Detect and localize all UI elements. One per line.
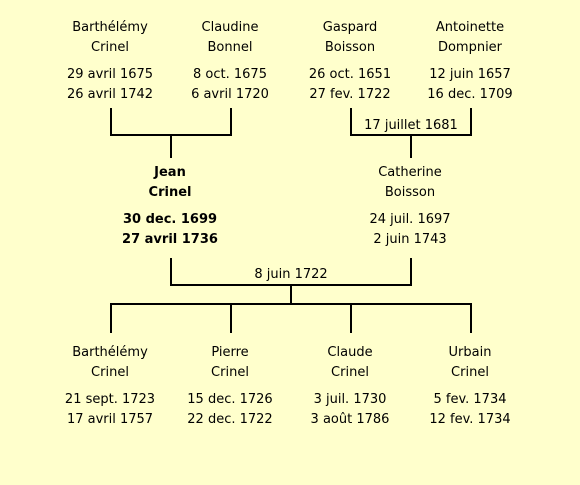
person-pierre-crinel: Pierre Crinel 15 dec. 1726 22 dec. 1722 — [170, 343, 290, 430]
person-catherine-boisson: Catherine Boisson 24 juil. 1697 2 juin 1… — [350, 163, 470, 250]
birth-date: 3 juil. 1730 — [313, 392, 387, 407]
death-date: 26 avril 1742 — [66, 87, 154, 102]
person-name: Pierre Crinel — [211, 345, 249, 380]
person-dates: 8 oct. 1675 6 avril 1720 — [170, 65, 290, 105]
birth-date: 12 juin 1657 — [429, 67, 511, 82]
connector-line — [470, 108, 472, 136]
person-name: Jean Crinel — [148, 165, 192, 200]
person-name: Gaspard Boisson — [322, 20, 378, 55]
death-date: 22 dec. 1722 — [187, 412, 273, 427]
descent-line — [170, 134, 172, 158]
child-drop-line — [230, 303, 232, 333]
person-dates: 3 juil. 1730 3 août 1786 — [290, 390, 410, 430]
person-claudine-bonnel: Claudine Bonnel 8 oct. 1675 6 avril 1720 — [170, 18, 290, 105]
person-name: Barthélémy Crinel — [72, 20, 148, 55]
connector-line — [110, 108, 112, 136]
descent-line — [410, 134, 412, 158]
death-date: 2 juin 1743 — [373, 232, 447, 247]
marriage-date-label: 17 juillet 1681 — [364, 118, 458, 133]
person-name: Catherine Boisson — [378, 165, 442, 200]
connector-line — [350, 108, 352, 136]
birth-date: 8 oct. 1675 — [193, 67, 267, 82]
sibling-line — [110, 303, 472, 305]
person-antoinette-dompnier: Antoinette Dompnier 12 juin 1657 16 dec.… — [410, 18, 530, 105]
person-claude-crinel: Claude Crinel 3 juil. 1730 3 août 1786 — [290, 343, 410, 430]
person-name: Antoinette Dompnier — [435, 20, 505, 55]
person-name: Barthélémy Crinel — [72, 345, 148, 380]
death-date: 27 avril 1736 — [122, 232, 218, 247]
death-date: 17 avril 1757 — [66, 412, 154, 427]
person-dates: 26 oct. 1651 27 fev. 1722 — [290, 65, 410, 105]
marriage-date-label: 8 juin 1722 — [254, 267, 328, 282]
death-date: 12 fev. 1734 — [429, 412, 511, 427]
person-dates: 12 juin 1657 16 dec. 1709 — [410, 65, 530, 105]
death-date: 27 fev. 1722 — [309, 87, 391, 102]
person-jean-crinel: Jean Crinel 30 dec. 1699 27 avril 1736 — [110, 163, 230, 250]
birth-date: 30 dec. 1699 — [122, 212, 218, 227]
person-name: Urbain Crinel — [448, 345, 492, 380]
person-barthelemy-crinel-junior: Barthélémy Crinel 21 sept. 1723 17 avril… — [50, 343, 170, 430]
person-name: Claude Crinel — [327, 345, 373, 380]
birth-date: 21 sept. 1723 — [64, 392, 156, 407]
descent-line — [290, 284, 292, 305]
person-dates: 29 avril 1675 26 avril 1742 — [50, 65, 170, 105]
child-drop-line — [470, 303, 472, 333]
birth-date: 15 dec. 1726 — [187, 392, 273, 407]
birth-date: 24 juil. 1697 — [369, 212, 451, 227]
person-dates: 24 juil. 1697 2 juin 1743 — [350, 210, 470, 250]
birth-date: 26 oct. 1651 — [308, 67, 392, 82]
person-dates: 30 dec. 1699 27 avril 1736 — [110, 210, 230, 250]
child-drop-line — [350, 303, 352, 333]
death-date: 6 avril 1720 — [191, 87, 269, 102]
death-date: 3 août 1786 — [310, 412, 390, 427]
connector-line — [410, 258, 412, 286]
connector-line — [170, 258, 172, 286]
person-dates: 5 fev. 1734 12 fev. 1734 — [410, 390, 530, 430]
child-drop-line — [110, 303, 112, 333]
birth-date: 29 avril 1675 — [66, 67, 154, 82]
person-barthelemy-crinel-senior: Barthélémy Crinel 29 avril 1675 26 avril… — [50, 18, 170, 105]
person-name: Claudine Bonnel — [201, 20, 259, 55]
connector-line — [230, 108, 232, 136]
person-dates: 15 dec. 1726 22 dec. 1722 — [170, 390, 290, 430]
person-urbain-crinel: Urbain Crinel 5 fev. 1734 12 fev. 1734 — [410, 343, 530, 430]
death-date: 16 dec. 1709 — [427, 87, 513, 102]
birth-date: 5 fev. 1734 — [433, 392, 507, 407]
person-dates: 21 sept. 1723 17 avril 1757 — [50, 390, 170, 430]
person-gaspard-boisson: Gaspard Boisson 26 oct. 1651 27 fev. 172… — [290, 18, 410, 105]
